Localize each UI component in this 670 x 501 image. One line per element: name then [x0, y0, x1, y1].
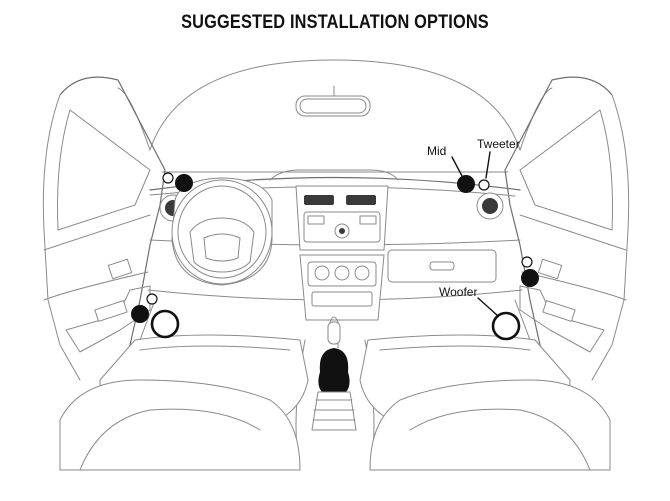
tweeter-label: Tweeter [477, 137, 520, 151]
woofer-label: Woofer [439, 285, 477, 299]
right-door-tweeter-speaker [521, 256, 533, 268]
left-a-pillar-speakers [162, 172, 193, 192]
left-mid-speaker [175, 174, 193, 192]
rear-view-mirror [295, 85, 371, 117]
right-tweeter-speaker [478, 179, 490, 191]
steering-wheel [171, 177, 273, 286]
callout-pointers [451, 151, 499, 317]
left-door-tweeter-speaker [146, 293, 158, 305]
left-door-mid-speaker [131, 305, 149, 323]
left-tweeter-speaker [162, 172, 174, 184]
left-woofer-speaker [150, 309, 180, 339]
left-front-seat [59, 334, 309, 471]
gear-shifter [295, 316, 375, 471]
right-mid-speaker [457, 175, 475, 193]
center-console [295, 185, 389, 321]
left-door-speakers [131, 293, 180, 339]
right-front-seat [359, 334, 611, 471]
right-woofer-speaker [491, 311, 521, 341]
mid-label: Mid [427, 144, 446, 158]
diagram-title: SUGGESTED INSTALLATION OPTIONS [181, 12, 489, 33]
right-door-mid-speaker [521, 269, 539, 287]
right-a-pillar-speakers [457, 175, 490, 193]
left-door [42, 76, 166, 421]
right-door-speakers [491, 256, 539, 341]
